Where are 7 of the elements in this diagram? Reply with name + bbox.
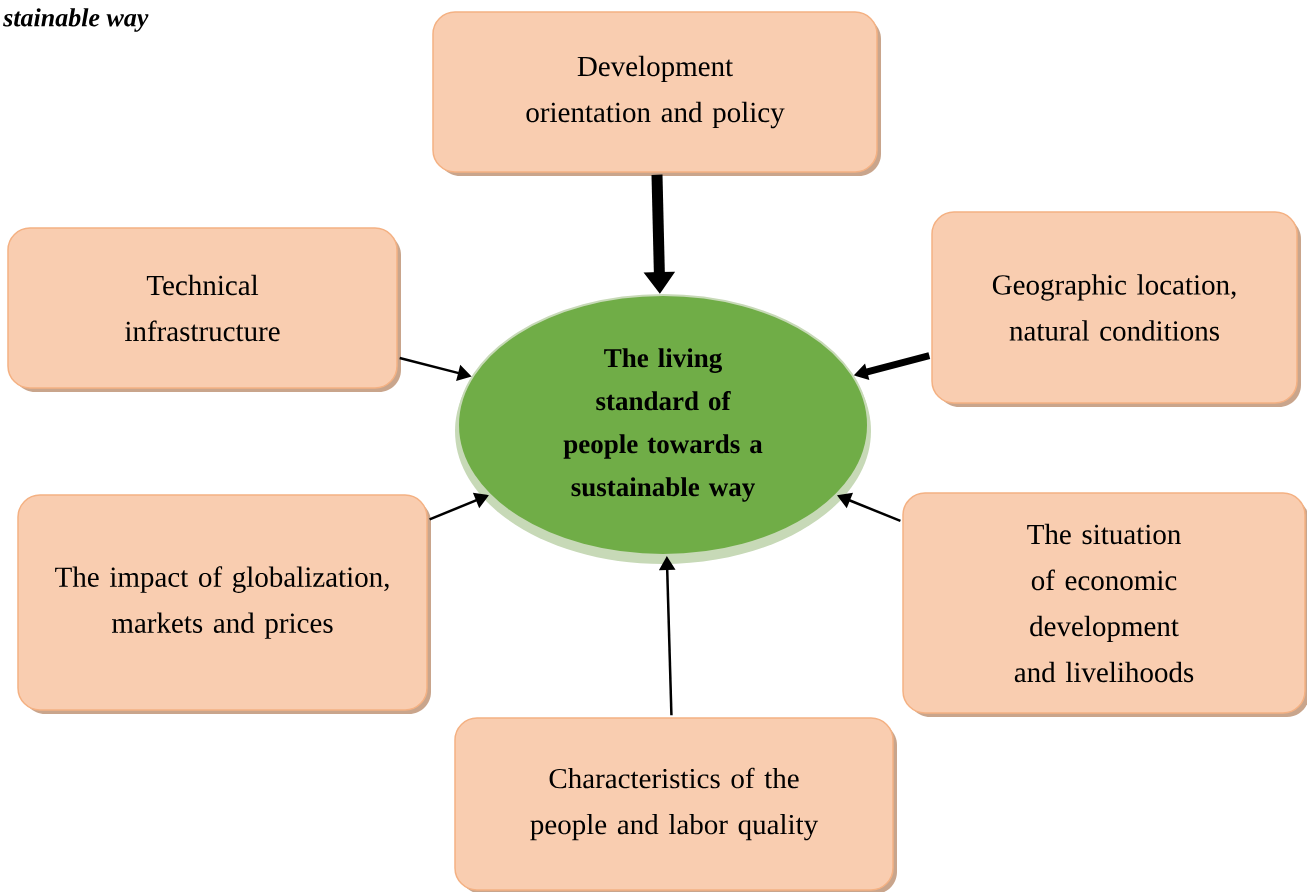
factor-box: The situation of economic development and livelihoods xyxy=(902,492,1307,717)
title-text: stainable way xyxy=(3,8,149,32)
factor-box: The impact of globalization, markets and prices xyxy=(17,494,431,714)
factor-box: Development orientation and policy xyxy=(432,11,881,176)
factor-box: Technical infrastructure xyxy=(7,227,401,392)
factor-box: Geographic location, natural conditions xyxy=(931,211,1301,407)
factor-box: Characteristics of the people and labor quality xyxy=(454,717,897,892)
